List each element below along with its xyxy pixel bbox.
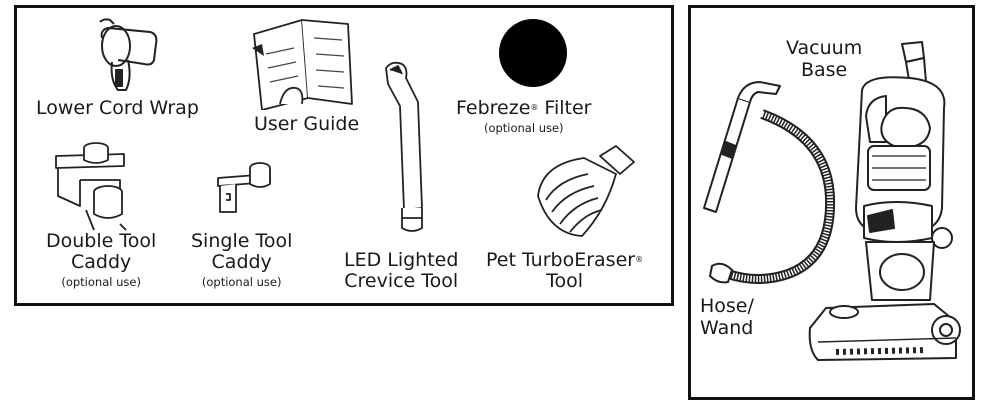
double-tool-caddy-line2: Caddy [71,251,132,273]
double-tool-caddy-line1: Double Tool [46,230,157,252]
single-tool-caddy-note: (optional use) [201,275,282,289]
febreze-filter-label: Febreze® Filter (optional use) [456,97,592,136]
vacuum-base-label: Vacuum Base [786,37,862,81]
led-crevice-tool-label: LED Lighted Crevice Tool [344,250,458,292]
pet-turboeraser-line1: Pet TurboEraser® [486,249,644,271]
vacuum-base-line1: Vacuum [786,37,863,59]
user-guide-illustration [244,14,356,110]
pet-turboeraser-label: Pet TurboEraser® Tool [486,250,643,292]
lower-cord-wrap-illustration [92,16,162,94]
hose-wand-illustration [698,78,848,290]
lower-cord-wrap-label: Lower Cord Wrap [36,97,199,119]
double-tool-caddy-illustration [50,140,140,232]
hose-wand-line2: Wand [700,317,754,339]
single-tool-caddy-label: Single Tool Caddy (optional use) [191,230,293,290]
led-crevice-tool-line1: LED Lighted [344,249,459,271]
hose-wand-label: Hose/ Wand [700,295,754,339]
double-tool-caddy-note: (optional use) [61,275,141,289]
hose-wand-line1: Hose/ [700,295,754,317]
single-tool-caddy-line1: Single Tool [191,230,293,252]
accessories-panel [14,5,674,306]
single-tool-caddy-line2: Caddy [211,251,272,273]
user-guide-label: User Guide [254,113,360,135]
double-tool-caddy-label: Double Tool Caddy (optional use) [46,230,157,290]
vacuum-panel [688,5,975,400]
pet-turboeraser-line2: Tool [546,270,583,292]
led-crevice-tool-illustration [378,58,434,234]
pet-turboeraser-illustration [532,140,636,244]
febreze-filter-note: (optional use) [483,121,564,135]
led-crevice-tool-line2: Crevice Tool [344,270,459,292]
vacuum-base-illustration [806,38,966,388]
vacuum-base-line2: Base [800,59,848,81]
single-tool-caddy-illustration [214,160,280,216]
febreze-filter-illustration [498,18,568,88]
